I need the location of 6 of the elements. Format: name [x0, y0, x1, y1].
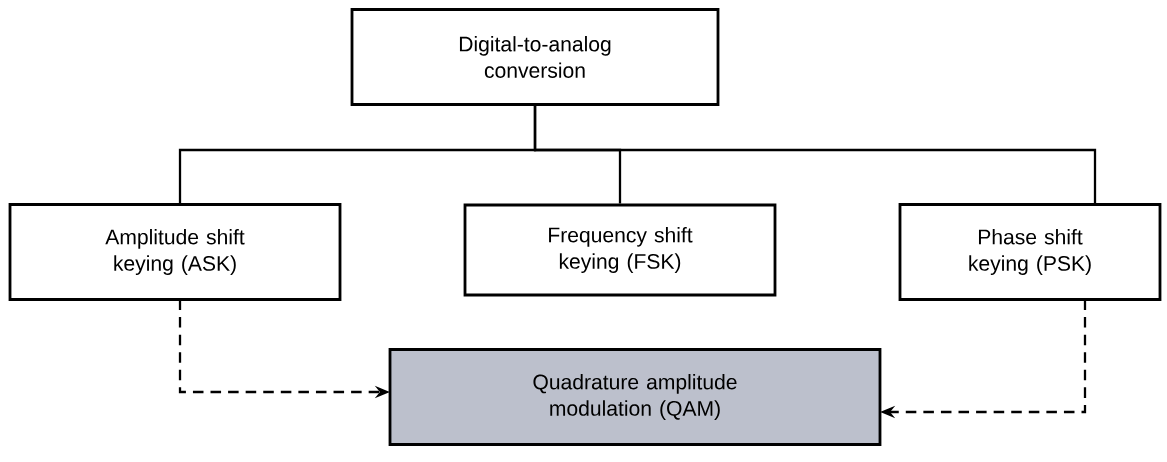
connector-line [533, 105, 1097, 204]
process-box: Frequency shift keying (FSK) [463, 203, 777, 297]
process-box: Phase shift keying (PSK) [898, 203, 1162, 301]
process-box: Amplitude shift keying (ASK) [8, 203, 342, 301]
process-box: Digital-to-analog conversion [350, 8, 720, 106]
process-box: Quadrature amplitude modulation (QAM) [388, 348, 882, 446]
